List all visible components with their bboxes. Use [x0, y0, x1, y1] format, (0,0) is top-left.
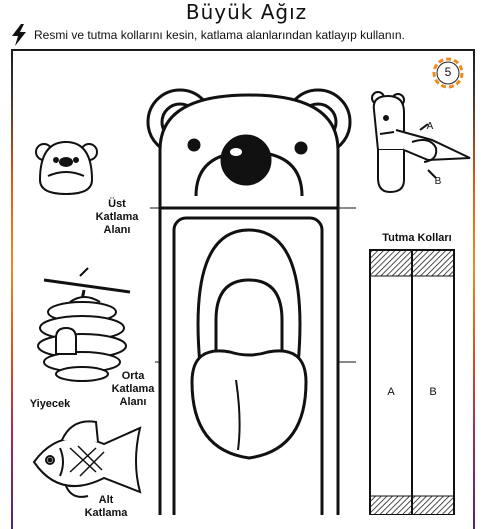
badge-number: 5 [444, 65, 452, 79]
bear-head [146, 88, 352, 208]
handles-title: Tutma Kolları [382, 232, 452, 244]
fish-illustration [32, 420, 142, 498]
beehive-illustration [37, 267, 131, 382]
puppet-b-label: B [434, 176, 442, 187]
instruction-line: Resmi ve tutma kollarını kesin, katlama … [10, 24, 490, 46]
bottom-fold-label: Alt Katlama [84, 494, 128, 519]
top-fold-label: Üst Katlama Alanı [95, 198, 139, 236]
food-label: Yiyecek [29, 398, 71, 410]
handle-b-label: B [429, 386, 437, 398]
small-bear-face [35, 140, 98, 196]
puppet-hand-illustration [371, 91, 471, 194]
page-title: Büyük Ağız [185, 0, 308, 24]
worksheet-art [32, 57, 471, 515]
lightning-icon [12, 24, 26, 46]
page-number-badge [432, 57, 464, 89]
handle-a-label: A [387, 386, 395, 398]
middle-fold-label: Orta Katlama Alanı [111, 370, 155, 408]
puppet-a-label: A [426, 121, 434, 132]
instruction-text: Resmi ve tutma kollarını kesin, katlama … [34, 28, 405, 42]
bear-mouth-panel [158, 206, 340, 515]
handle-strips [369, 249, 455, 515]
